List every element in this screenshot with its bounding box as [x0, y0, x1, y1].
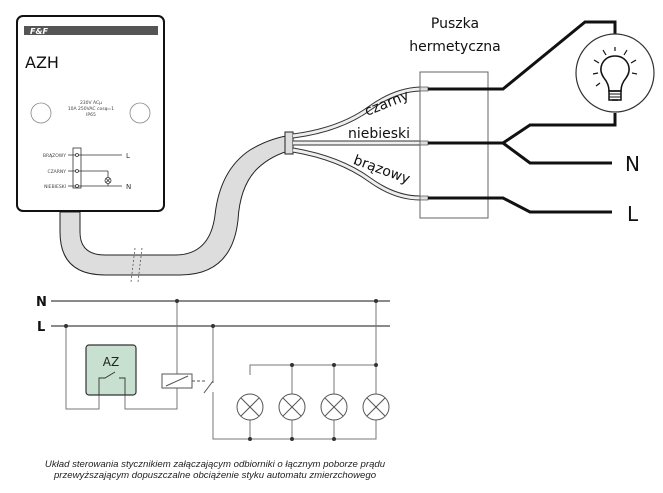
junction-box-label-line1: Puszka: [431, 16, 479, 32]
wire-label-blue: niebieski: [348, 126, 410, 142]
mounting-hole-left: [30, 102, 52, 124]
wire-label-black: czarny: [363, 88, 412, 120]
mounting-hole-right: [129, 102, 151, 124]
lamp-3: [320, 393, 348, 421]
az-controller-label: AZ: [103, 355, 119, 369]
device-spec-3: IP65: [86, 112, 96, 118]
lamp-4: [362, 393, 390, 421]
brand-logo: F&F: [30, 27, 48, 36]
device-spec-1: 230V ACµ: [80, 100, 102, 106]
device-model: AZH: [25, 53, 59, 72]
terminal-label-brown: BRĄZOWY: [43, 153, 66, 159]
caption-line-2: przewyższającym dopuszczalne obciążenie …: [53, 470, 377, 481]
azh-device: F&F AZH 230V ACµ 10A 250VAC cosφ=1 IP65 …: [16, 15, 165, 212]
terminal-target-n: N: [126, 183, 131, 191]
terminal-block: [72, 147, 82, 189]
terminal-target-l: L: [126, 152, 130, 160]
output-label-n: N: [625, 152, 640, 176]
junction-box: [419, 71, 489, 219]
output-label-l: L: [627, 202, 639, 226]
device-spec-2: 10A 250VAC cosφ=1: [68, 106, 114, 112]
output-wiring: [428, 20, 617, 214]
contactor-contact: [203, 380, 214, 394]
control-schematic: N L AZ: [36, 295, 390, 441]
caption-line-1: Układ sterowania stycznikiem załączający…: [44, 459, 386, 470]
light-bulb-icon: [575, 33, 655, 113]
bus-label-n: N: [36, 295, 47, 310]
lamp-1: [236, 393, 264, 421]
cable-sheath: [59, 131, 294, 283]
junction-box-label-line2: hermetyczna: [409, 39, 501, 55]
wire-label-brown: brązowy: [351, 152, 412, 187]
az-controller: [85, 344, 137, 396]
bus-label-l: L: [37, 320, 45, 335]
terminal-label-black: CZARNY: [47, 169, 66, 175]
brand-strip: [24, 26, 158, 35]
lamp-2: [278, 393, 306, 421]
terminal-label-blue: NIEBIESKI: [44, 184, 66, 190]
